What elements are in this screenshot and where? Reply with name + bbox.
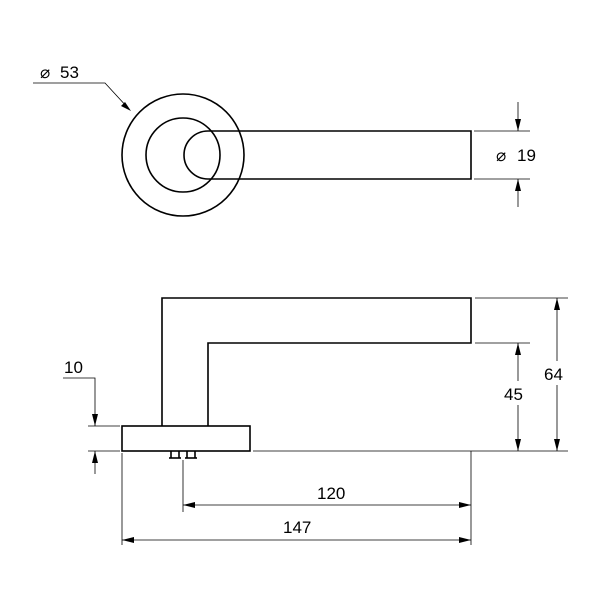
overall-length-dimension: 147 (122, 518, 471, 543)
rose-inner-circle (145, 117, 221, 193)
rose-side (121, 425, 251, 452)
overall-height-label: 64 (544, 365, 563, 384)
lever-drop-dimension: 45 (500, 343, 534, 451)
arrowhead (183, 502, 195, 508)
arrowhead (92, 451, 98, 463)
arrowhead (515, 179, 521, 191)
lever-reach-dimension: 120 (183, 484, 471, 508)
arrowhead (554, 298, 560, 310)
rose-thickness-label: 10 (64, 358, 83, 377)
lever-diameter-dimension: ⌀ 19 (474, 102, 536, 207)
rose-outer-circle (121, 93, 245, 217)
side-view: 10 45 64 120 1 (63, 297, 575, 545)
lever-diameter-label: 19 (517, 146, 536, 165)
label-mask (500, 381, 534, 405)
arrowhead (459, 502, 471, 508)
leader-line (63, 377, 96, 426)
leader-line (33, 82, 129, 109)
arrowhead (515, 439, 521, 451)
lever-profile-side (161, 297, 472, 426)
lever-drop-label: 45 (504, 385, 523, 404)
arrowhead (459, 537, 471, 543)
arrowhead (122, 537, 134, 543)
lever-arm-top (183, 130, 472, 180)
rose-diameter-label: 53 (60, 63, 79, 82)
arrowhead (554, 439, 560, 451)
top-view: ⌀ 53 ⌀ 19 (33, 63, 536, 217)
arrowhead (515, 343, 521, 355)
diameter-symbol: ⌀ (496, 146, 506, 165)
rose-thickness-dimension: 10 (63, 358, 120, 474)
overall-length-label: 147 (283, 518, 311, 537)
arrowhead (92, 414, 98, 426)
overall-height-dimension: 64 (541, 298, 575, 451)
lever-reach-label: 120 (317, 484, 345, 503)
arrowhead (121, 102, 131, 111)
diameter-symbol: ⌀ (40, 63, 50, 82)
label-mask (541, 361, 575, 385)
arrowhead (515, 119, 521, 131)
rose-diameter-dimension: ⌀ 53 (33, 63, 131, 111)
fixing-screws (169, 451, 197, 459)
